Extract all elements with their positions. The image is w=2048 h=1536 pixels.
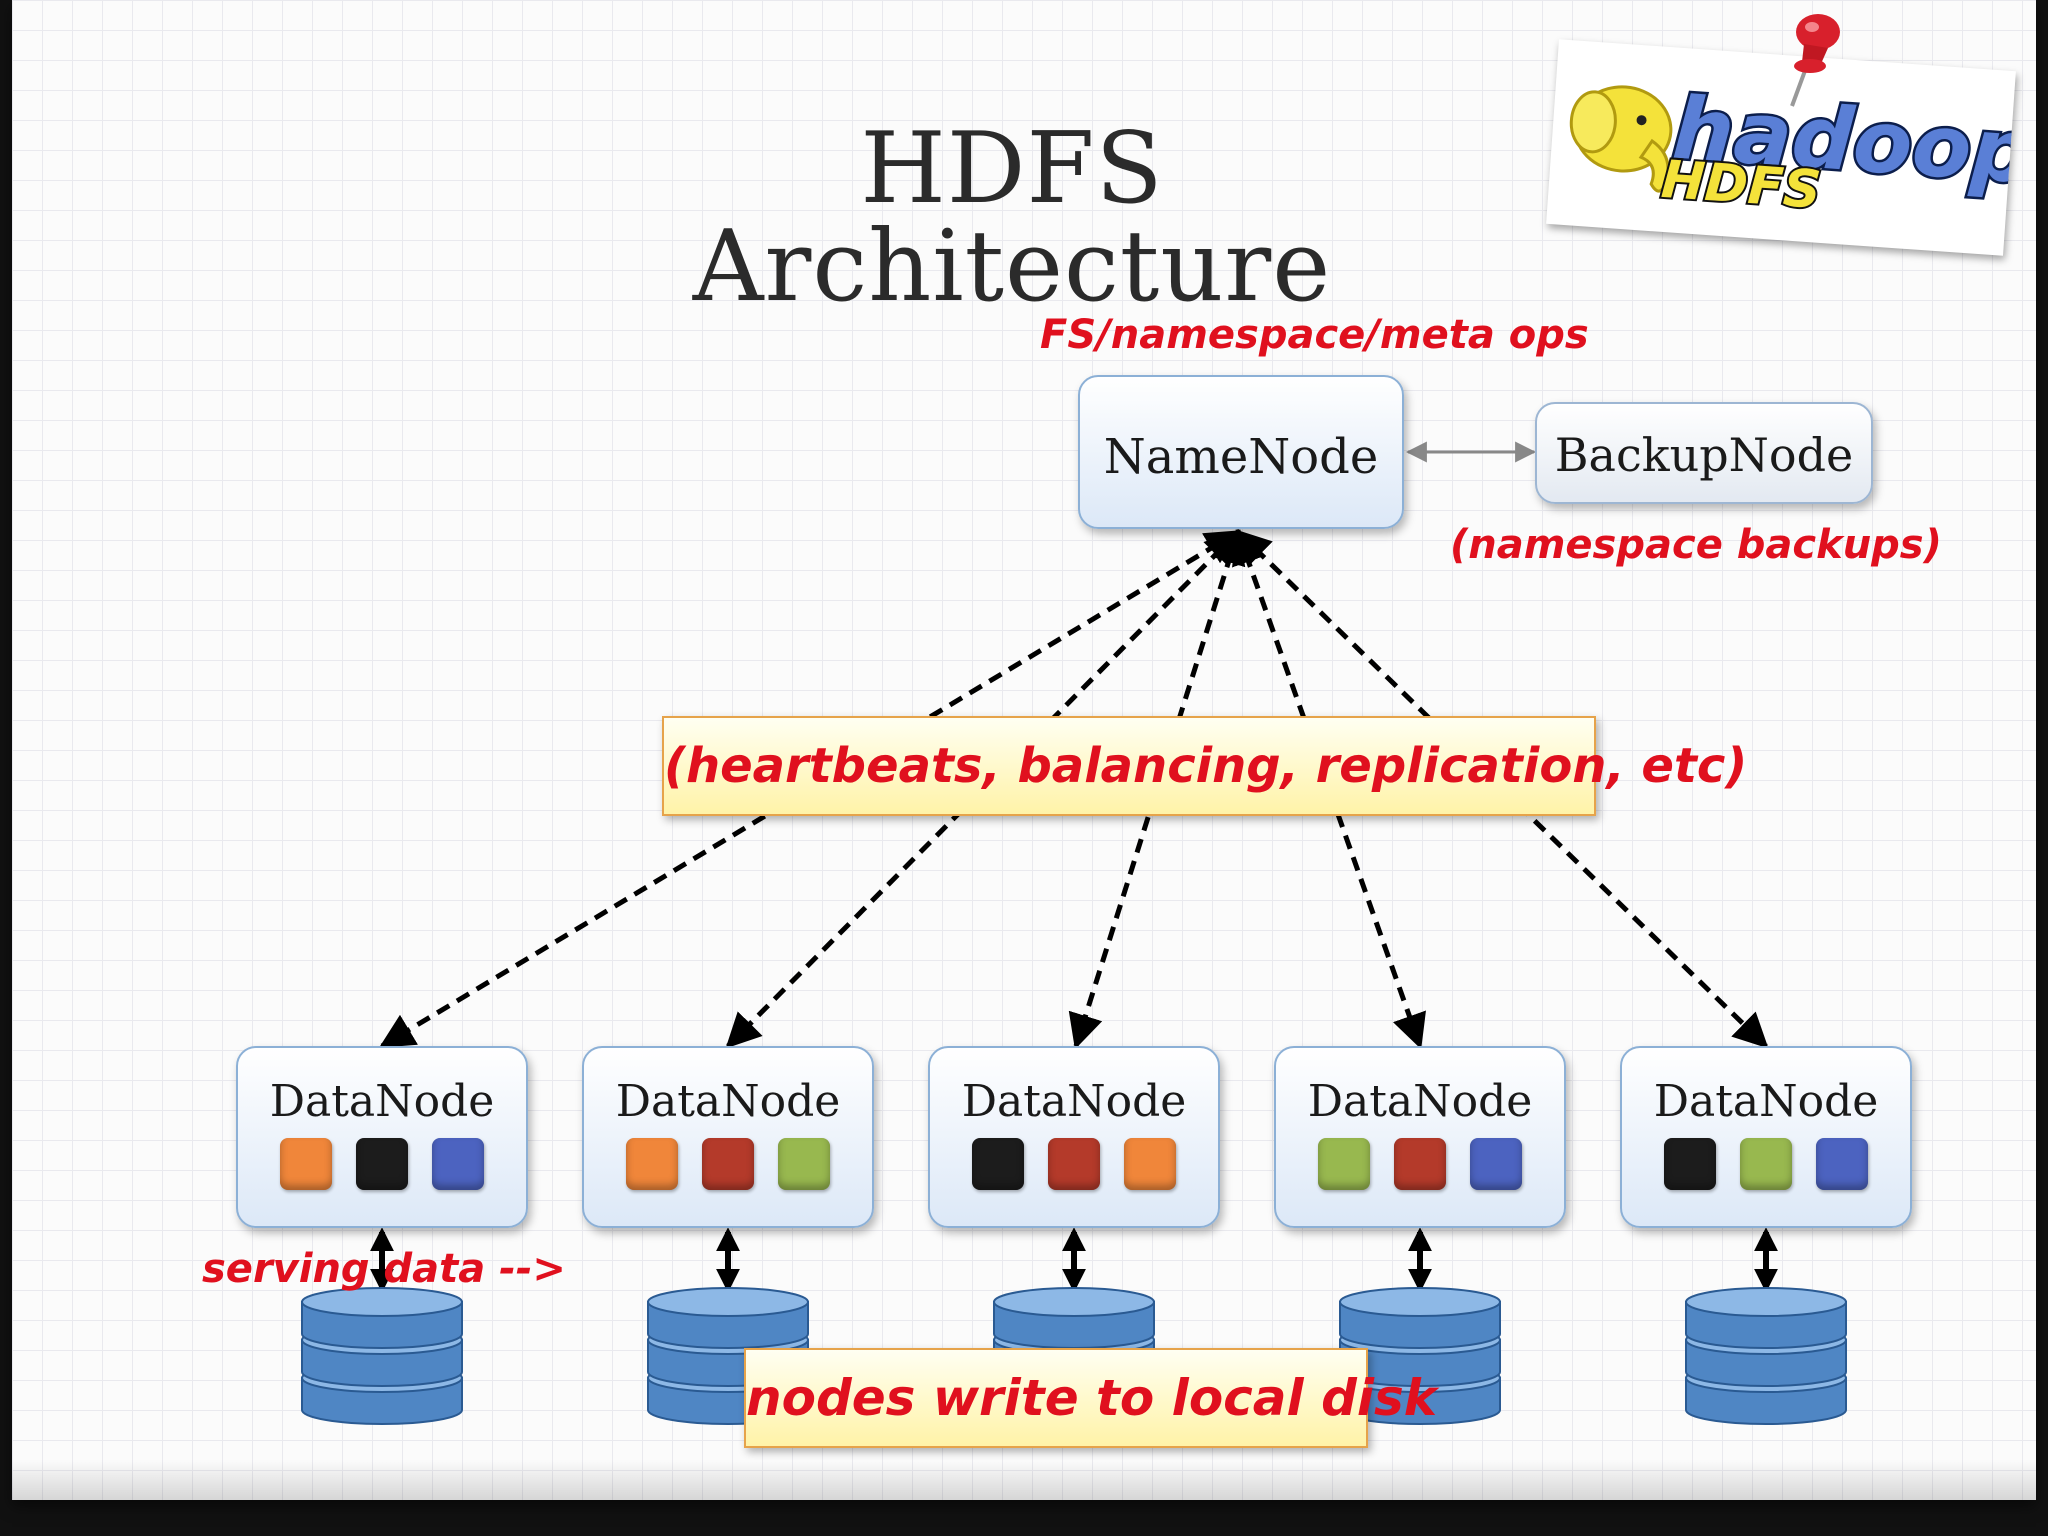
page-title: HDFS Architecture (692, 112, 1332, 324)
block-group (238, 1138, 526, 1190)
datanode-2[interactable]: DataNode (582, 1046, 874, 1228)
data-block-green (1740, 1138, 1792, 1190)
data-block-red (702, 1138, 754, 1190)
namenode-label: NameNode (1103, 429, 1379, 485)
local-disk-banner: nodes write to local disk (744, 1348, 1438, 1448)
hadoop-logo: hadoop HDFS (1546, 39, 2036, 256)
backupnode-label: BackupNode (1554, 428, 1854, 482)
block-group (584, 1138, 872, 1190)
logo-text-bottom: HDFS (1659, 150, 1822, 221)
data-block-orange (1124, 1138, 1176, 1190)
datanode-label: DataNode (961, 1076, 1187, 1127)
data-block-orange (280, 1138, 332, 1190)
datanode-1[interactable]: DataNode (236, 1046, 528, 1228)
data-block-black (356, 1138, 408, 1190)
namespace-backups-annotation: (namespace backups) (1450, 522, 1942, 568)
data-block-blue (1816, 1138, 1868, 1190)
datanode-3[interactable]: DataNode (928, 1046, 1220, 1228)
disk-icon (301, 1227, 463, 1425)
datanode-4[interactable]: DataNode (1274, 1046, 1566, 1228)
data-block-blue (1470, 1138, 1522, 1190)
namenode[interactable]: NameNode (1078, 375, 1404, 529)
data-block-green (778, 1138, 830, 1190)
data-block-black (1664, 1138, 1716, 1190)
datanode-label: DataNode (1653, 1076, 1879, 1127)
heartbeats-annotation: (heartbeats, balancing, replication, etc… (664, 738, 1748, 794)
block-group (1622, 1138, 1910, 1190)
link-datanode-3 (1068, 528, 1246, 1050)
block-group (930, 1138, 1218, 1190)
data-block-orange (626, 1138, 678, 1190)
elephant-icon: hadoop HDFS (1569, 76, 2036, 223)
data-block-red (1048, 1138, 1100, 1190)
disk-icon (1685, 1227, 1847, 1425)
data-block-green (1318, 1138, 1370, 1190)
pushpin-icon (1790, 14, 1840, 107)
datanode-label: DataNode (615, 1076, 841, 1127)
block-group (1276, 1138, 1564, 1190)
disk-icon (1339, 1227, 1501, 1425)
datanode-5[interactable]: DataNode (1620, 1046, 1912, 1228)
datanode-label: DataNode (269, 1076, 495, 1127)
serving-data-annotation: serving data --> (202, 1246, 566, 1292)
datanode-label: DataNode (1307, 1076, 1533, 1127)
data-block-red (1394, 1138, 1446, 1190)
backupnode[interactable]: BackupNode (1535, 402, 1873, 504)
data-block-black (972, 1138, 1024, 1190)
fs-ops-annotation: FS/namespace/meta ops (1040, 312, 1589, 358)
local-disk-annotation: nodes write to local disk (746, 1369, 1438, 1427)
heartbeats-banner: (heartbeats, balancing, replication, etc… (662, 716, 1748, 816)
slide-shadow (12, 1460, 2036, 1500)
data-block-blue (432, 1138, 484, 1190)
